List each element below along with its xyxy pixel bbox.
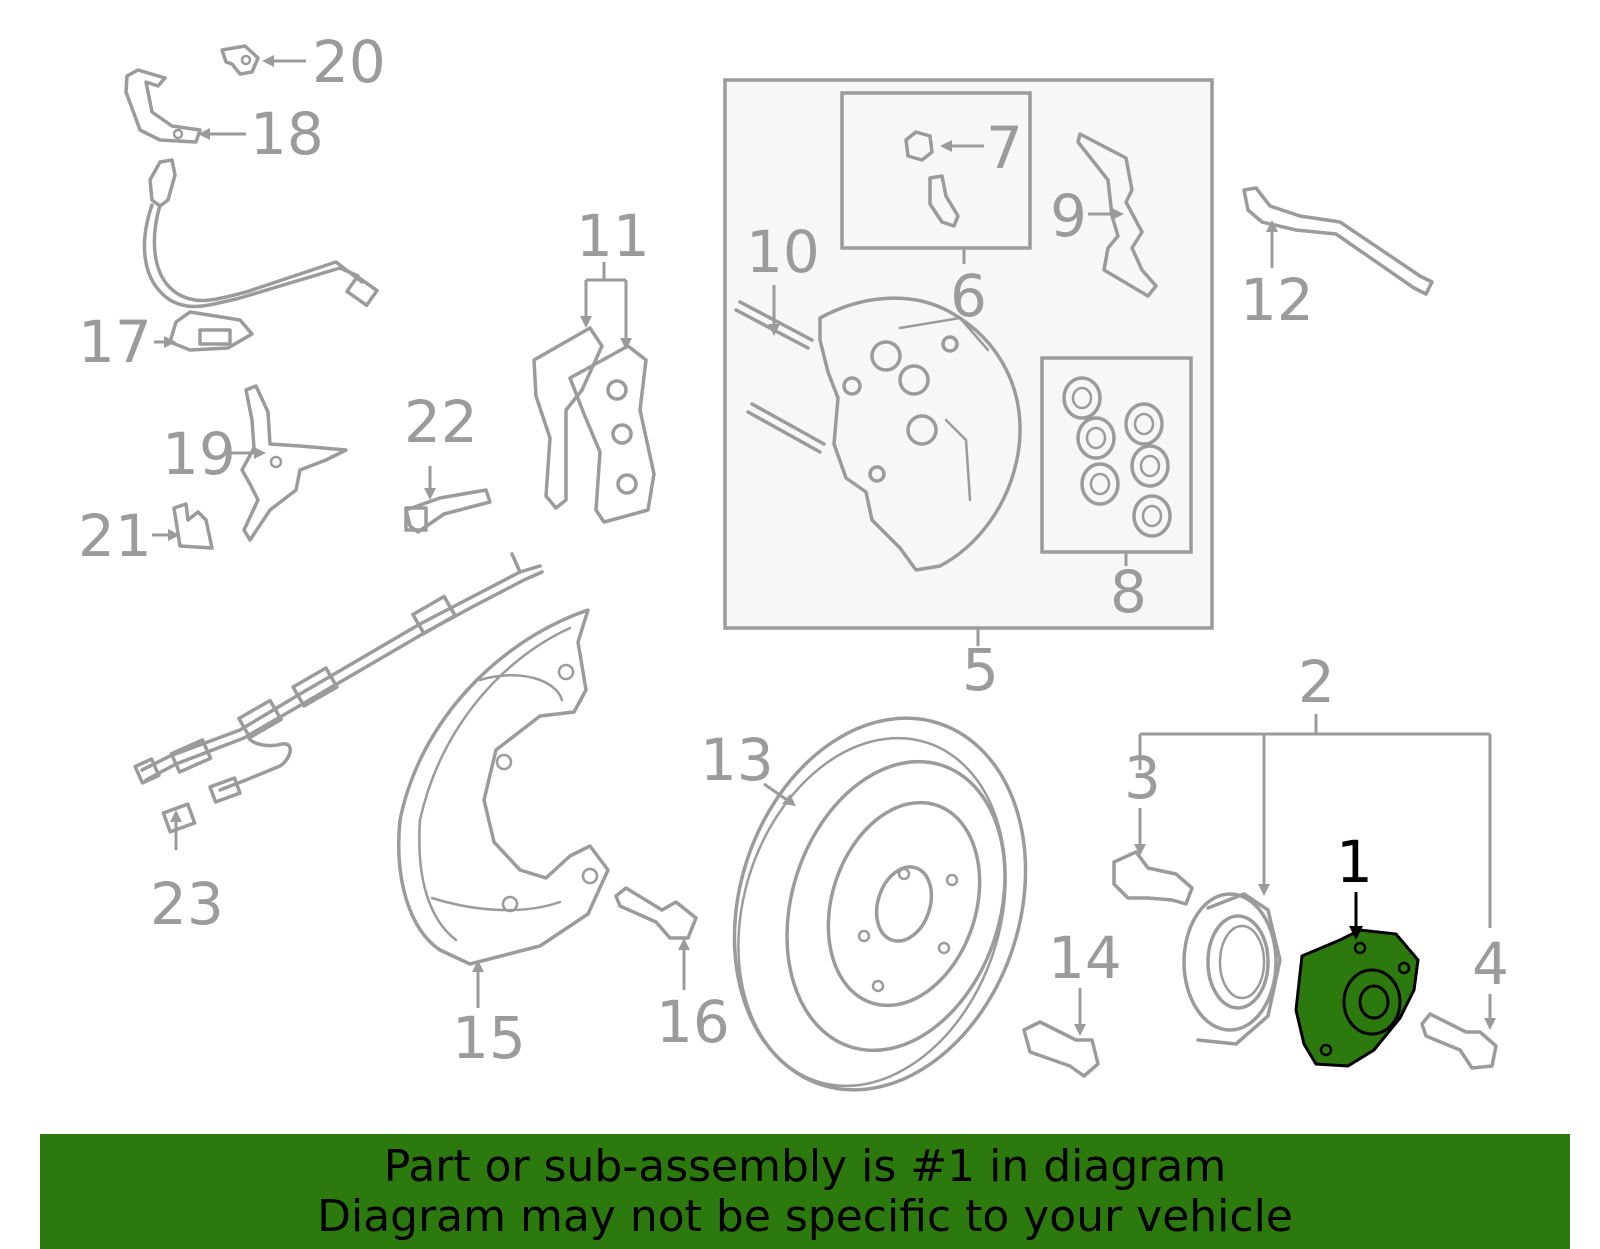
part-7-bleeder-cap[interactable] (904, 130, 934, 162)
part-13-rotor[interactable] (688, 680, 1072, 1128)
part-23-harness[interactable] (133, 552, 544, 834)
callout-1[interactable]: 1 (1336, 828, 1373, 896)
callout-22[interactable]: 22 (404, 388, 478, 456)
part-19-bracket[interactable] (240, 384, 348, 542)
callout-21[interactable]: 21 (78, 502, 152, 570)
callout-18[interactable]: 18 (250, 100, 324, 168)
highlight-arrowhead (1349, 926, 1363, 940)
callout-19[interactable]: 19 (162, 420, 236, 488)
callout-14[interactable]: 14 (1048, 924, 1122, 992)
callout-4[interactable]: 4 (1472, 930, 1509, 998)
arrowheads (164, 55, 1496, 1036)
callout-10[interactable]: 10 (746, 218, 820, 286)
banner-line-2: Diagram may not be specific to your vehi… (317, 1190, 1293, 1242)
callout-13[interactable]: 13 (700, 726, 774, 794)
part-22-wear-sensor[interactable] (404, 488, 492, 534)
part-17-brake-hose[interactable] (142, 158, 379, 352)
part-2-bearing[interactable] (1182, 892, 1282, 1046)
callout-12[interactable]: 12 (1240, 266, 1314, 334)
part-11-brake-pads[interactable] (532, 326, 656, 524)
callout-9[interactable]: 9 (1050, 182, 1087, 250)
part-4-bolt[interactable] (1420, 1012, 1498, 1070)
part-14-bolt[interactable] (1022, 1020, 1100, 1078)
part-15-dust-shield[interactable] (397, 608, 610, 966)
part-16-bolt[interactable] (614, 886, 698, 940)
part-12-sensor[interactable] (1242, 186, 1434, 296)
info-banner: Part or sub-assembly is #1 in diagram Di… (40, 1134, 1570, 1249)
part-8-seals[interactable] (1062, 376, 1172, 538)
part-20-clip[interactable] (220, 44, 260, 76)
part-1-hub-highlighted[interactable] (1294, 928, 1420, 1068)
part-21-clip[interactable] (172, 502, 214, 550)
part-18-bracket[interactable] (124, 68, 202, 144)
callout-11[interactable]: 11 (576, 202, 650, 270)
part-6-bleeder-screw[interactable] (928, 174, 960, 228)
callout-17[interactable]: 17 (78, 308, 152, 376)
callout-16[interactable]: 16 (656, 988, 730, 1056)
bleeder-kit-box (840, 91, 1032, 250)
callout-5[interactable]: 5 (962, 636, 999, 704)
callout-23[interactable]: 23 (150, 870, 224, 938)
callout-6[interactable]: 6 (950, 262, 987, 330)
callout-8[interactable]: 8 (1110, 558, 1147, 626)
part-5-caliper[interactable] (818, 296, 1022, 572)
callout-3[interactable]: 3 (1124, 744, 1161, 812)
callout-20[interactable]: 20 (312, 28, 386, 96)
callout-7[interactable]: 7 (986, 114, 1023, 182)
callout-15[interactable]: 15 (452, 1004, 526, 1072)
banner-line-1: Part or sub-assembly is #1 in diagram (383, 1140, 1227, 1192)
part-3-stud[interactable] (1112, 850, 1194, 906)
part-9-spring[interactable] (1076, 132, 1158, 298)
callout-2[interactable]: 2 (1298, 648, 1335, 716)
